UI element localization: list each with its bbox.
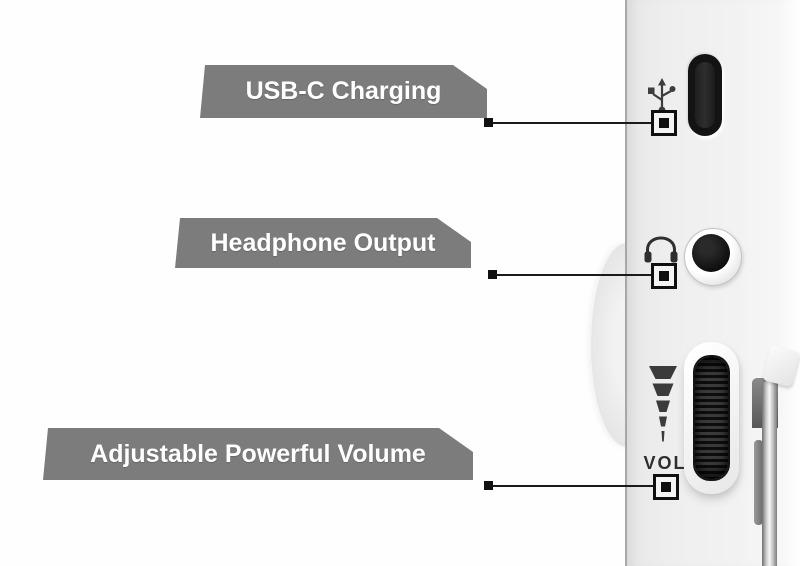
callout-line-endpoint-usb bbox=[484, 118, 493, 127]
callout-label-volume: Adjustable Powerful Volume bbox=[90, 439, 426, 468]
headphone-jack-hole bbox=[692, 234, 730, 272]
callout-line-usb bbox=[490, 122, 655, 124]
port-marker-usb bbox=[651, 110, 677, 136]
callout-line-headphone bbox=[494, 274, 655, 276]
antenna-slot bbox=[754, 440, 763, 525]
callout-line-endpoint-volume bbox=[484, 481, 493, 490]
usb-c-port-slot bbox=[695, 62, 715, 128]
port-marker-dot bbox=[659, 118, 669, 128]
callout-banner-usb: USB-C Charging bbox=[200, 65, 487, 118]
port-marker-dot bbox=[661, 482, 671, 492]
port-marker-dot bbox=[659, 271, 669, 281]
callout-label-usb: USB-C Charging bbox=[245, 77, 442, 105]
callout-banner-volume: Adjustable Powerful Volume bbox=[43, 428, 473, 480]
headphone-jack bbox=[684, 228, 742, 286]
callout-banner-headphone: Headphone Output bbox=[175, 218, 471, 268]
panel-edge-highlight bbox=[780, 0, 800, 566]
vol-label: VOL bbox=[643, 453, 687, 473]
volume-level-icon bbox=[649, 366, 677, 442]
port-marker-volume bbox=[653, 474, 679, 500]
usb-c-port bbox=[688, 54, 722, 136]
antenna-rod bbox=[762, 380, 777, 566]
callout-line-volume bbox=[488, 485, 657, 487]
usb-icon bbox=[648, 78, 676, 114]
callout-label-headphone: Headphone Output bbox=[210, 228, 436, 257]
port-marker-headphone bbox=[651, 263, 677, 289]
volume-wheel-housing bbox=[684, 342, 739, 494]
volume-wheel bbox=[695, 357, 728, 479]
headphones-icon bbox=[644, 236, 678, 263]
callout-line-endpoint-headphone bbox=[488, 270, 497, 279]
